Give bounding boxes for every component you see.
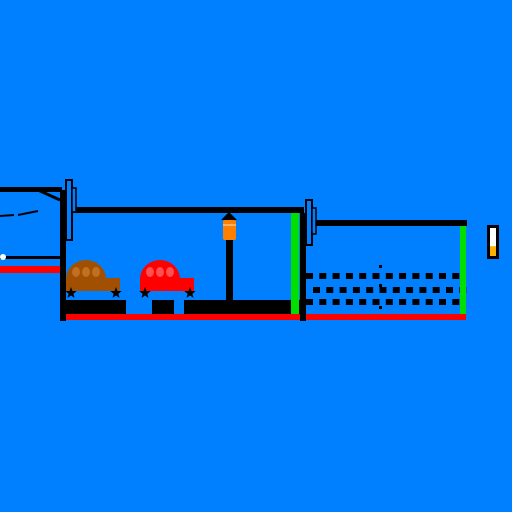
grid-roof [316, 220, 467, 226]
star-icon [65, 287, 77, 298]
grid-block [332, 299, 340, 305]
divider-dots [379, 265, 382, 309]
grid-block [385, 273, 393, 279]
star-icon [139, 287, 151, 298]
grid-block [432, 287, 440, 293]
grid-floor-strip [306, 314, 466, 320]
meter-fill [490, 246, 496, 256]
grid-block [366, 287, 374, 293]
cars-layer [65, 260, 196, 298]
entry-ledge [0, 187, 62, 273]
ledge-hint-right [17, 210, 39, 216]
door-left-panel [65, 179, 73, 241]
floor-slot-1 [126, 300, 152, 314]
garage-left-wall [60, 190, 66, 321]
ledge-floor-strip [0, 266, 60, 273]
grid-block [439, 273, 446, 279]
grid-block [412, 299, 420, 305]
car-body [66, 278, 120, 291]
ledge-hint-left [0, 214, 15, 217]
grid-block [412, 273, 420, 279]
grid-block [399, 299, 407, 305]
garage-room [60, 190, 306, 321]
grid-exit-gate[interactable] [460, 226, 466, 314]
car-window [166, 267, 174, 277]
grid-block [345, 273, 353, 279]
grid-block [306, 273, 313, 279]
divider-dot [379, 306, 382, 309]
garage-floor-strip [66, 314, 300, 320]
grid-block [359, 273, 367, 279]
door-middle-panel [305, 199, 313, 246]
door-left[interactable] [65, 179, 77, 241]
ledge-roof [0, 187, 62, 192]
garage-right-wall [300, 213, 306, 321]
lamp-cap [221, 212, 237, 220]
grid-block [332, 273, 340, 279]
grid-block [319, 299, 327, 305]
lamp-post [226, 238, 233, 300]
grid-block [359, 299, 367, 305]
grid-block [326, 287, 334, 293]
divider-dot [379, 265, 382, 268]
car-window [82, 267, 90, 277]
grid-block [339, 287, 347, 293]
car-window [156, 267, 164, 277]
grid-block [439, 299, 446, 305]
grid-block [399, 273, 407, 279]
meter-track [490, 228, 496, 256]
level-meter [487, 225, 499, 259]
grid-block [392, 287, 400, 293]
lamp-stripe [223, 224, 236, 226]
grid-block [425, 299, 433, 305]
grid-block [345, 299, 353, 305]
ledge-light [0, 254, 6, 260]
car-window [72, 267, 80, 277]
grid-block [306, 299, 313, 305]
brown-car[interactable] [65, 260, 122, 298]
door-left-handle [71, 187, 77, 213]
ledge-shelf [0, 256, 60, 259]
ledge-slope [37, 188, 61, 202]
garage-exit-gate[interactable] [291, 213, 299, 314]
divider-dot [379, 284, 382, 287]
lamp-icon [223, 220, 236, 240]
grid-block [452, 273, 460, 279]
red-car[interactable] [139, 260, 196, 298]
grid-block [452, 299, 460, 305]
door-middle-handle [311, 207, 317, 235]
grid-block [446, 287, 453, 293]
grid-block [406, 287, 414, 293]
grid-block [319, 273, 327, 279]
car-window [92, 267, 100, 277]
star-icon [110, 287, 122, 298]
grid-block [352, 287, 360, 293]
floor-slot-2 [174, 300, 184, 314]
block-grid [306, 273, 467, 305]
garage-roof [66, 207, 304, 213]
star-icon [184, 287, 196, 298]
block-grid-room [306, 220, 467, 320]
grid-block [425, 273, 433, 279]
car-window [146, 267, 154, 277]
grid-block [419, 287, 427, 293]
grid-block [313, 287, 320, 293]
grid-block [385, 299, 393, 305]
grid-block [379, 287, 387, 293]
car-body [140, 278, 194, 291]
grid-block [372, 299, 380, 305]
grid-block [372, 273, 380, 279]
